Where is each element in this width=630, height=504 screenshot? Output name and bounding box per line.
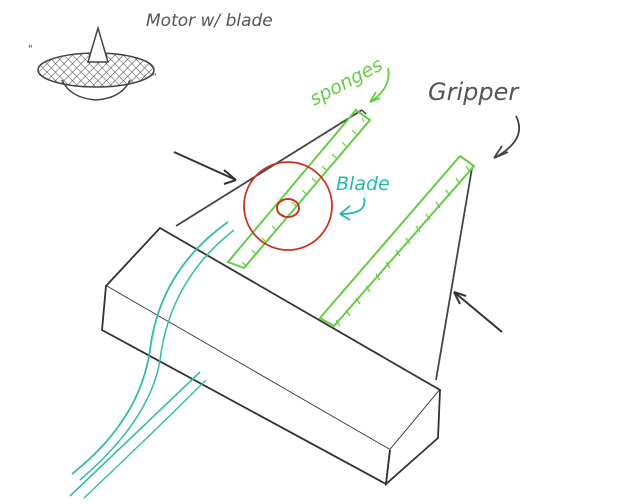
sponges-label: sponges [306, 54, 386, 111]
svg-text:": " [152, 72, 157, 83]
push-arrow-left [174, 152, 236, 184]
gripper-arrow [494, 116, 519, 158]
blade-label: Blade [336, 173, 390, 195]
motor-illustration: " " [28, 28, 157, 100]
motor-label: Motor w/ blade [146, 11, 273, 31]
push-arrow-right [454, 292, 502, 332]
blade-arrow [340, 198, 365, 220]
blade-circle [244, 162, 332, 250]
svg-text:": " [28, 44, 33, 55]
gripper-label: Gripper [428, 78, 520, 106]
